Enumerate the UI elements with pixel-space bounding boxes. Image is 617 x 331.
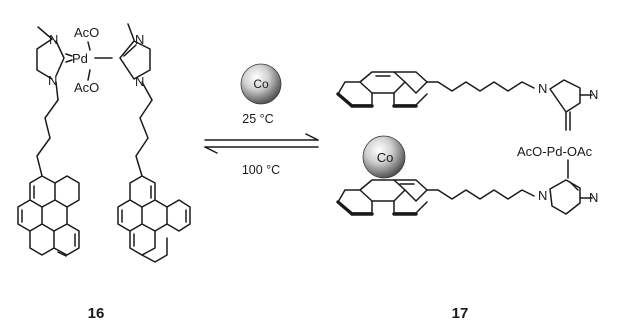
butyl-chain-top-17 (437, 81, 535, 92)
right-nhc-ring (119, 23, 153, 101)
compound-label-17: 17 (452, 305, 469, 322)
pyrene-top-17 (336, 71, 439, 108)
pyrene-left (17, 175, 80, 257)
acetate-bottom-16: AcO (74, 80, 99, 95)
forward-condition: 25 °C (242, 112, 273, 126)
butyl-chain-right (135, 99, 153, 177)
acetate-top-16: AcO (74, 25, 99, 40)
cobalt-sphere-bound (362, 135, 406, 179)
butyl-chain-bottom-17 (437, 189, 535, 200)
cobalt-sphere-reagent (240, 63, 282, 105)
n-methyl-bottom-17: N (589, 190, 598, 205)
pyrene-right (117, 175, 191, 263)
n-atom-top-17: N (538, 81, 547, 96)
n-atom-left-bottom: N (48, 73, 57, 88)
pd-center-17: AcO-Pd-OAc (517, 144, 593, 159)
n-atom-left-top: N (49, 32, 58, 47)
compound-17: N N AcO-Pd-OAc N N Co 17 (336, 71, 598, 322)
compound-label-16: 16 (88, 305, 105, 322)
pyrene-bottom-17 (336, 179, 439, 216)
butyl-chain-left (36, 99, 59, 177)
reverse-condition: 100 °C (242, 163, 280, 177)
pd-atom-16: Pd (72, 51, 88, 66)
cobalt-bound-label: Co (377, 150, 394, 165)
compound-16: N N Pd AcO AcO N N (17, 23, 191, 322)
n-atom-right-top: N (135, 32, 144, 47)
cobalt-reagent-label: Co (253, 77, 269, 91)
left-nhc-ring (36, 26, 73, 101)
nhc-top-17 (549, 79, 593, 131)
n-atom-right-bottom: N (135, 74, 144, 89)
nhc-bottom-17 (549, 179, 593, 215)
n-atom-bottom-17: N (538, 188, 547, 203)
n-methyl-top-17: N (589, 87, 598, 102)
reaction-arrows: Co 25 °C 100 °C (204, 63, 319, 177)
